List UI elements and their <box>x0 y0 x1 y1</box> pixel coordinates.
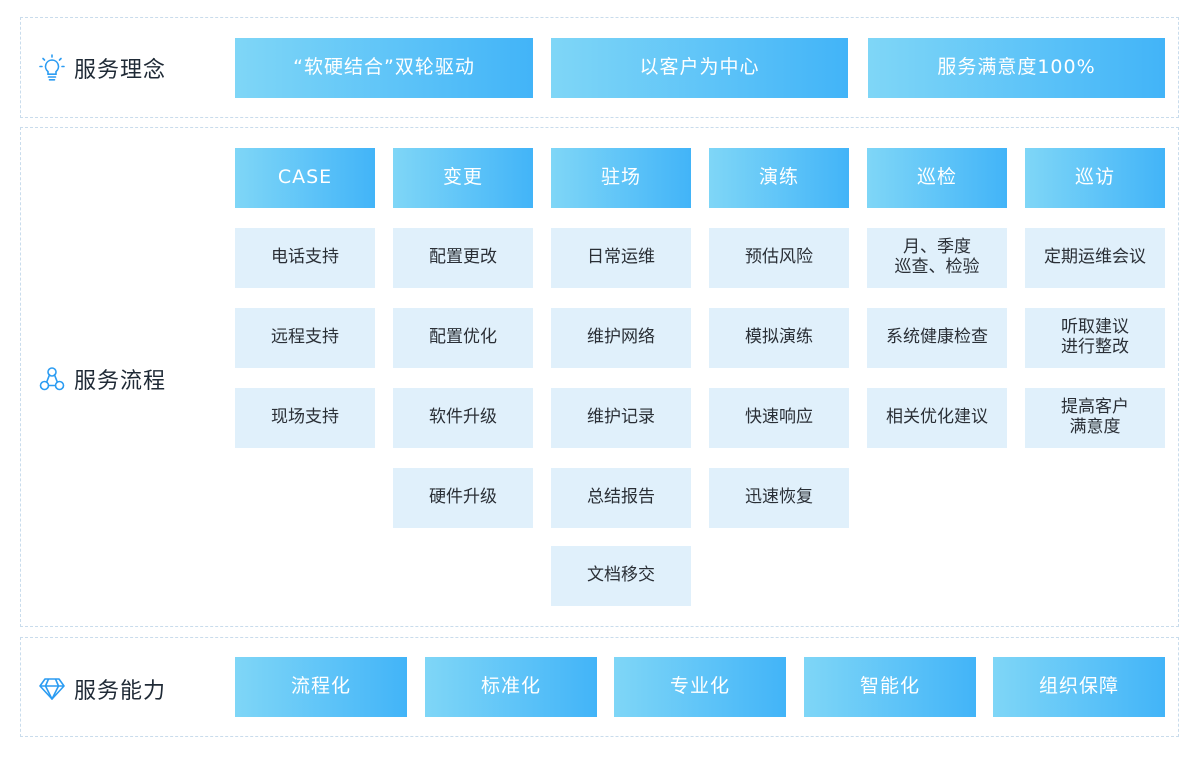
process-step: 听取建议 进行整改 <box>1025 308 1165 368</box>
section-label-capability: 服务能力 <box>39 673 166 705</box>
process-step: 维护记录 <box>551 388 691 448</box>
process-step: 文档移交 <box>551 546 691 606</box>
process-step: 模拟演练 <box>709 308 849 368</box>
process-step: 提高客户 满意度 <box>1025 388 1165 448</box>
capability-item: 智能化 <box>804 657 976 717</box>
process-step: 电话支持 <box>235 228 375 288</box>
section-service-process: 服务流程 <box>20 127 1179 627</box>
process-column-header: 巡检 <box>867 148 1007 208</box>
capability-item: 流程化 <box>235 657 407 717</box>
process-step: 预估风险 <box>709 228 849 288</box>
process-step: 总结报告 <box>551 468 691 528</box>
section-service-philosophy: 服务理念 <box>20 17 1179 118</box>
process-step: 月、季度 巡查、检验 <box>867 228 1007 288</box>
diamond-icon <box>39 678 65 700</box>
process-step: 软件升级 <box>393 388 533 448</box>
process-step: 维护网络 <box>551 308 691 368</box>
capability-item: 组织保障 <box>993 657 1165 717</box>
process-column-header: CASE <box>235 148 375 208</box>
section-service-capability: 服务能力 <box>20 637 1179 737</box>
process-step: 远程支持 <box>235 308 375 368</box>
process-step: 迅速恢复 <box>709 468 849 528</box>
philosophy-item: “软硬结合”双轮驱动 <box>235 38 533 98</box>
process-step: 配置优化 <box>393 308 533 368</box>
capability-item: 专业化 <box>614 657 786 717</box>
process-cycle-icon <box>39 367 65 391</box>
process-column-header: 驻场 <box>551 148 691 208</box>
process-step: 快速响应 <box>709 388 849 448</box>
process-step: 配置更改 <box>393 228 533 288</box>
process-step: 系统健康检查 <box>867 308 1007 368</box>
process-step: 定期运维会议 <box>1025 228 1165 288</box>
lightbulb-icon <box>39 54 65 81</box>
section-label-philosophy: 服务理念 <box>39 52 166 84</box>
philosophy-item: 以客户为中心 <box>551 38 848 98</box>
process-step: 相关优化建议 <box>867 388 1007 448</box>
process-step: 硬件升级 <box>393 468 533 528</box>
process-step: 现场支持 <box>235 388 375 448</box>
process-step: 日常运维 <box>551 228 691 288</box>
section-label-process: 服务流程 <box>39 363 166 395</box>
process-column-header: 变更 <box>393 148 533 208</box>
section-title: 服务理念 <box>74 58 167 83</box>
section-title: 服务流程 <box>74 369 167 394</box>
process-column-header: 巡访 <box>1025 148 1165 208</box>
capability-item: 标准化 <box>425 657 597 717</box>
philosophy-item: 服务满意度100% <box>868 38 1165 98</box>
process-column-header: 演练 <box>709 148 849 208</box>
section-title: 服务能力 <box>74 679 167 704</box>
